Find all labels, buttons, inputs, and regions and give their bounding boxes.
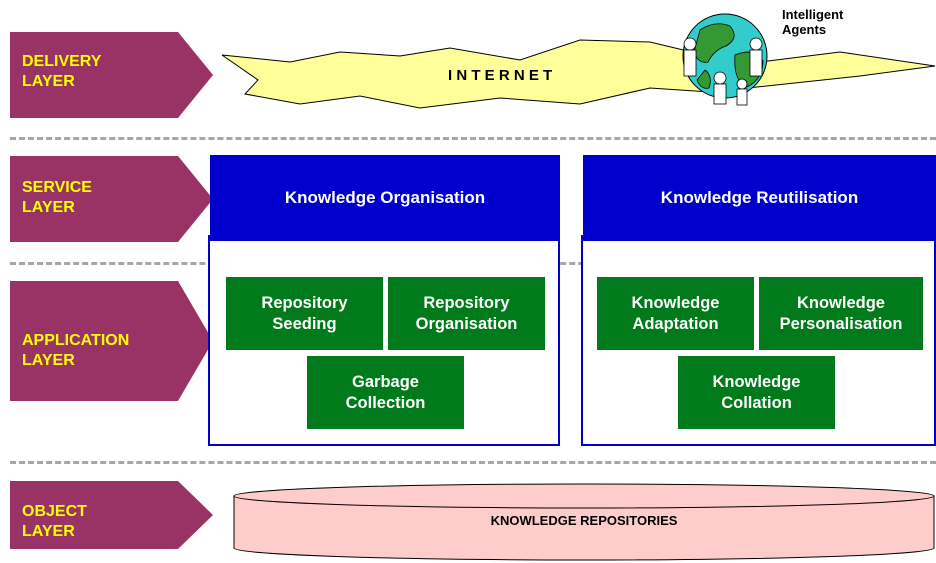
knowledge-personalisation-box: Knowledge Personalisation: [759, 277, 923, 350]
service-layer-label: SERVICE LAYER: [22, 179, 92, 216]
delivery-layer-arrow: [10, 32, 213, 118]
divider-application-object: [10, 461, 936, 464]
intelligent-agents-label: Intelligent Agents: [782, 7, 844, 37]
repository-organisation-box: Repository Organisation: [388, 277, 545, 350]
object-layer-label: OBJECT LAYER: [22, 503, 87, 540]
internet-label: I N T E R N E T: [448, 67, 553, 84]
divider-delivery-service: [10, 137, 936, 140]
application-layer-arrow: [10, 281, 213, 401]
object-layer-arrow: [10, 481, 213, 549]
knowledge-adaptation-box: Knowledge Adaptation: [597, 277, 754, 350]
service-layer-arrow: [10, 156, 213, 242]
knowledge-organisation-header: Knowledge Organisation: [210, 155, 560, 241]
knowledge-collation-box: Knowledge Collation: [678, 356, 835, 429]
repository-seeding-box: Repository Seeding: [226, 277, 383, 350]
garbage-collection-box: Garbage Collection: [307, 356, 464, 429]
delivery-layer-label: DELIVERY LAYER: [22, 53, 102, 90]
application-layer-label: APPLICATION LAYER: [22, 332, 130, 369]
knowledge-repositories-cylinder: [233, 483, 935, 561]
knowledge-reutilisation-header: Knowledge Reutilisation: [583, 155, 936, 241]
knowledge-repositories-label: KNOWLEDGE REPOSITORIES: [490, 513, 678, 528]
internet-burst: [221, 39, 936, 109]
globe-agents-icon: [682, 13, 768, 106]
